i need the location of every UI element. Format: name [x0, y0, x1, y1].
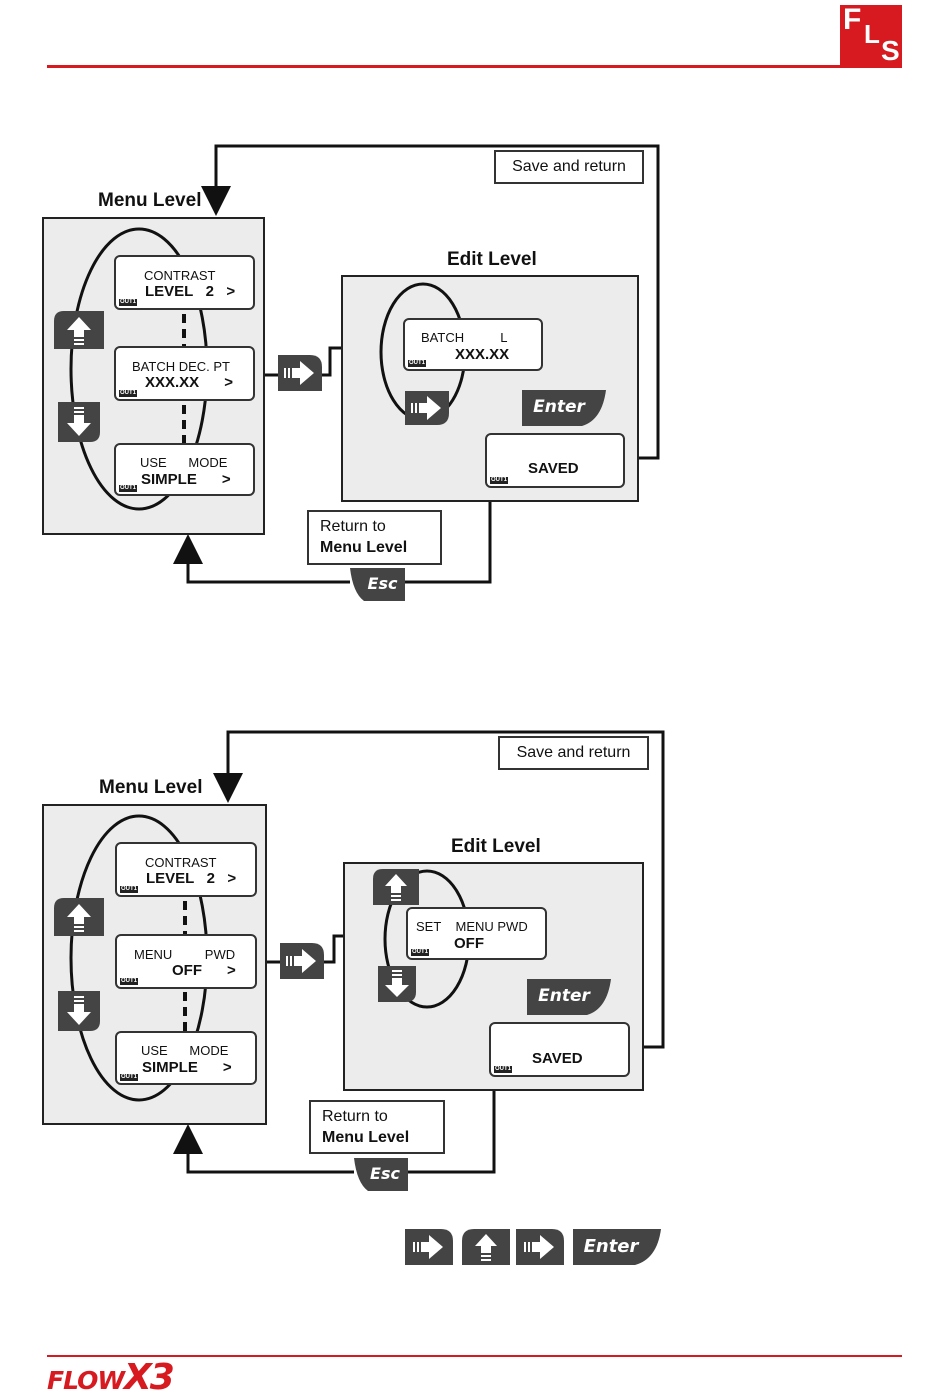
right-arrow-key[interactable]: [516, 1229, 564, 1265]
out1-badge: OUT1: [120, 886, 139, 893]
lcd-batch-edit[interactable]: BATCH L XXX.XX OUT1: [403, 318, 543, 371]
enter-key-label: Enter: [538, 986, 590, 1006]
right-arrow-key[interactable]: [278, 355, 322, 391]
up-arrow-key[interactable]: [54, 898, 104, 936]
logo-flow-text: FLOW: [47, 1366, 125, 1395]
fls-logo: F L S: [840, 3, 902, 67]
out1-badge: OUT1: [120, 1074, 139, 1081]
out1-badge: OUT1: [119, 299, 138, 306]
right-arrow-key[interactable]: [405, 391, 449, 425]
return-to-menu-note: Return to Menu Level: [309, 1100, 445, 1154]
lcd-menu-pwd[interactable]: MENU PWD OFF > OUT1: [115, 934, 257, 989]
esc-key-label: Esc: [367, 574, 398, 593]
up-arrow-key[interactable]: [54, 311, 104, 349]
diagram-batch-decimal: Menu Level CONTRAST LEVEL 2 > OUT1 BATCH…: [0, 0, 950, 601]
lcd-batch-dec-pt[interactable]: BATCH DEC. PT XXX.XX > OUT1: [114, 346, 255, 401]
down-arrow-key[interactable]: [378, 966, 416, 1002]
esc-key[interactable]: [350, 568, 405, 601]
save-and-return-label: Save and return: [494, 150, 644, 184]
lcd-contrast-level[interactable]: CONTRAST LEVEL 2 > OUT1: [115, 842, 257, 897]
esc-key[interactable]: [354, 1158, 408, 1191]
logo-letter-s: S: [881, 35, 900, 66]
down-arrow-key[interactable]: [58, 402, 100, 442]
enter-key[interactable]: [527, 979, 611, 1015]
edit-level-title: Edit Level: [447, 249, 537, 270]
enter-key-label: Enter: [583, 1236, 639, 1257]
enter-key[interactable]: [522, 390, 606, 426]
down-arrow-key[interactable]: [58, 991, 100, 1031]
enter-key-label: Enter: [533, 397, 585, 417]
logo-letter-f: F: [843, 3, 862, 36]
out1-badge: OUT1: [411, 949, 430, 956]
up-arrow-key[interactable]: [462, 1229, 510, 1265]
diagram-menu-password: Menu Level CONTRAST LEVEL 2 > OUT1 MENU …: [0, 587, 950, 1191]
out1-badge: OUT1: [408, 360, 427, 367]
out1-badge: OUT1: [119, 485, 138, 492]
right-arrow-key[interactable]: [280, 943, 324, 979]
lcd-menu-pwd-edit[interactable]: SET MENU PWD OFF OUT1: [406, 907, 547, 960]
menu-level-title: Menu Level: [99, 777, 203, 798]
save-and-return-label: Save and return: [498, 736, 649, 770]
footer-rule: [47, 1355, 902, 1357]
out1-badge: OUT1: [119, 390, 138, 397]
logo-x3-text: X3: [123, 1357, 175, 1398]
out1-badge: OUT1: [494, 1066, 513, 1073]
logo-letter-l: L: [864, 19, 880, 49]
right-arrow-key[interactable]: [405, 1229, 453, 1265]
esc-key-label: Esc: [370, 1164, 400, 1183]
lcd-saved: SAVED OUT1: [489, 1022, 630, 1077]
lcd-use-mode[interactable]: USE MODE SIMPLE > OUT1: [115, 1031, 257, 1085]
up-arrow-key[interactable]: [373, 869, 419, 905]
header-rule: [47, 65, 902, 68]
return-to-menu-note: Return to Menu Level: [307, 510, 442, 565]
lcd-use-mode[interactable]: USE MODE SIMPLE > OUT1: [114, 443, 255, 496]
enter-key[interactable]: [573, 1229, 661, 1265]
menu-level-title: Menu Level: [98, 190, 202, 211]
lcd-saved: SAVED OUT1: [485, 433, 625, 488]
edit-level-title: Edit Level: [451, 836, 541, 857]
lcd-contrast-level[interactable]: CONTRAST LEVEL 2 > OUT1: [114, 255, 255, 310]
out1-badge: OUT1: [490, 477, 509, 484]
out1-badge: OUT1: [120, 978, 139, 985]
flowx3-logo: FLOWX3: [47, 1357, 175, 1398]
